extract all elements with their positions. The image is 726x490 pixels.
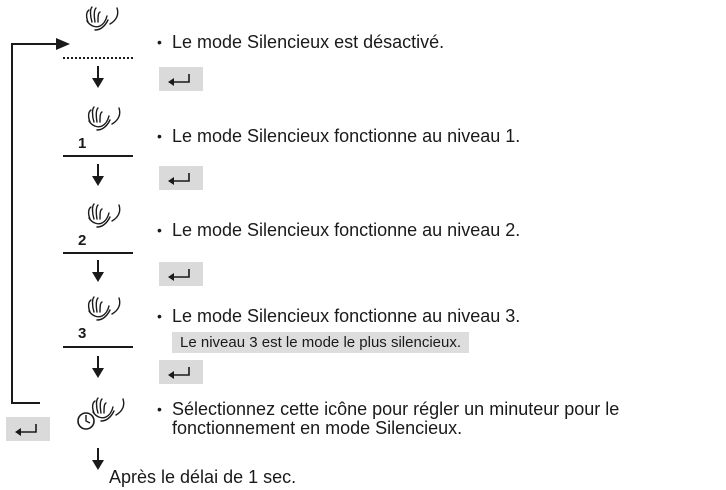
down-arrow-icon	[92, 260, 104, 283]
enter-key-icon	[159, 166, 203, 190]
level-number: 1	[78, 135, 87, 152]
silent-mode-hand-icon	[85, 6, 119, 31]
step-description: •Le mode Silencieux fonctionne au niveau…	[157, 306, 521, 326]
level-separator	[63, 346, 133, 348]
step-description: •Le mode Silencieux fonctionne au niveau…	[157, 126, 521, 146]
enter-key-icon	[159, 262, 203, 286]
level-separator	[63, 155, 133, 157]
silent-mode-timer-icon	[77, 397, 125, 430]
step-description: •Le mode Silencieux est désactivé.	[157, 32, 445, 52]
level-number: 3	[78, 325, 87, 342]
step-description-line2: fonctionnement en mode Silencieux.	[172, 418, 463, 438]
silent-mode-hand-icon	[87, 106, 121, 131]
down-arrow-icon	[92, 66, 104, 89]
level-separator	[63, 252, 133, 254]
enter-key-icon	[159, 360, 203, 384]
dotted-separator	[63, 57, 133, 59]
enter-key-icon	[159, 67, 203, 91]
down-arrow-icon	[92, 164, 104, 187]
down-arrow-icon	[92, 356, 104, 379]
loop-back-line	[11, 38, 70, 404]
silent-mode-hand-icon	[87, 203, 121, 228]
step-description: •Le mode Silencieux fonctionne au niveau…	[157, 220, 521, 240]
step-description: •Sélectionnez cette icône pour régler un…	[157, 399, 620, 419]
down-arrow-icon	[92, 448, 104, 471]
silent-mode-hand-icon	[87, 296, 121, 321]
enter-key-icon	[6, 417, 50, 441]
after-delay-label: Après le délai de 1 sec.	[109, 467, 297, 487]
level-number: 2	[78, 232, 87, 249]
level-3-note: Le niveau 3 est le mode le plus silencie…	[172, 332, 470, 353]
